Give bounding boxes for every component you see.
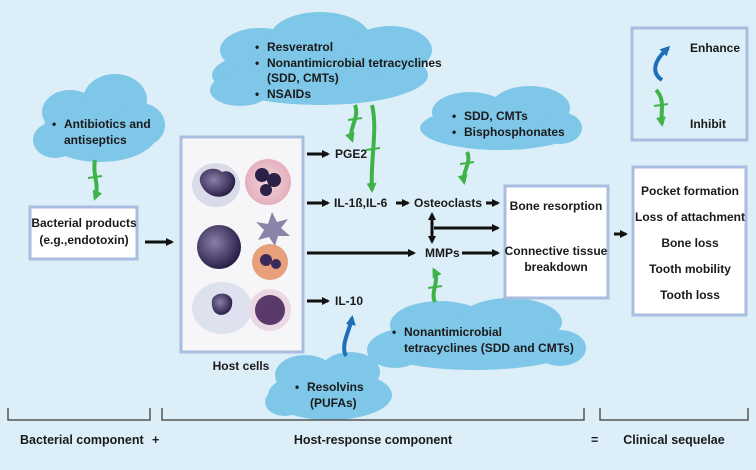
bullet: • bbox=[452, 109, 456, 123]
osteoclasts-label: Osteoclasts bbox=[414, 196, 482, 210]
nsaids-label: NSAIDs bbox=[267, 87, 311, 101]
loss-of-attachment-item: Loss of attachment bbox=[635, 210, 745, 224]
cloud-top-text: • Resveratrol • Nonantimicrobial tetracy… bbox=[255, 40, 442, 101]
cloud-nonantimicrobial-text: • Nonantimicrobial tetracyclines (SDD an… bbox=[392, 325, 574, 355]
tooth-loss-item: Tooth loss bbox=[660, 288, 720, 302]
inhibit-bar bbox=[653, 103, 669, 107]
antiseptics-label: antiseptics bbox=[64, 133, 127, 147]
bullet: • bbox=[255, 40, 259, 54]
footer-plus: + bbox=[152, 433, 159, 447]
antibiotics-label: Antibiotics and bbox=[64, 117, 151, 131]
pge2-label: PGE2 bbox=[335, 147, 367, 161]
footer-bacterial-component: Bacterial component bbox=[20, 433, 144, 447]
legend-inhibit-label: Inhibit bbox=[690, 117, 726, 131]
mmps-label: MMPs bbox=[425, 246, 460, 260]
resolvins-label: Resolvins bbox=[307, 380, 364, 394]
bacterial-products-label: Bacterial products bbox=[31, 216, 137, 230]
cloud-sdd-bisphosphonates bbox=[420, 86, 582, 150]
bullet: • bbox=[392, 325, 396, 339]
bacterial-products-box bbox=[28, 205, 139, 261]
footer-host-response-component: Host-response component bbox=[294, 433, 453, 447]
flow-arrows bbox=[145, 150, 628, 305]
nonantimicrobial-tetracyclines-label: Nonantimicrobial tetracyclines bbox=[267, 56, 442, 70]
cloud-top-inhibitors bbox=[210, 12, 432, 106]
footer-clinical-sequelae: Clinical sequelae bbox=[623, 433, 724, 447]
inhibit-arrow-to-pge2 bbox=[345, 104, 359, 143]
sdd-cmts-label: (SDD, CMTs) bbox=[267, 71, 339, 85]
inhibit-arrow-antibiotics bbox=[92, 159, 103, 201]
inhibit-arrow-to-il1 bbox=[366, 104, 377, 193]
legend-enhance-label: Enhance bbox=[690, 41, 740, 55]
pocket-formation-item: Pocket formation bbox=[641, 184, 739, 198]
cloud-sdd-text: • SDD, CMTs • Bisphosphonates bbox=[452, 109, 565, 139]
pufas-label: (PUFAs) bbox=[310, 396, 357, 410]
inhibit-arrow-icon bbox=[654, 88, 666, 127]
clinical-sequelae-box bbox=[631, 165, 748, 317]
cloud-antibiotics-text: • Antibiotics and antiseptics bbox=[52, 117, 151, 147]
bone-loss-item: Bone loss bbox=[661, 236, 719, 250]
bullet: • bbox=[255, 87, 259, 101]
tooth-mobility-item: Tooth mobility bbox=[649, 262, 731, 276]
cloud-resolvins bbox=[265, 352, 392, 420]
il10-label: IL-10 bbox=[335, 294, 363, 308]
footer-brackets bbox=[7, 408, 749, 421]
bracket-clinical bbox=[599, 408, 749, 421]
sdd-cmts-item: SDD, CMTs bbox=[464, 109, 528, 123]
bracket-host bbox=[161, 408, 585, 421]
outcome-box bbox=[503, 184, 610, 300]
footer-equals: = bbox=[591, 433, 598, 447]
bracket-bacterial bbox=[7, 408, 151, 421]
bullet: • bbox=[452, 125, 456, 139]
tetracyclines-sdd-label: tetracyclines (SDD and CMTs) bbox=[404, 341, 574, 355]
cloud-antibiotics bbox=[33, 74, 165, 162]
host-cells-label: Host cells bbox=[213, 359, 270, 373]
il1-il6-label: IL-1ß,IL-6 bbox=[334, 196, 388, 210]
cloud-nonantimicrobial bbox=[367, 298, 586, 370]
antibiotics-bullet: • bbox=[52, 117, 56, 131]
legend-box bbox=[630, 26, 749, 142]
nonantimicrobial-label: Nonantimicrobial bbox=[404, 325, 502, 339]
cloud-resolvins-text: • Resolvins (PUFAs) bbox=[295, 380, 364, 410]
host-cells-image bbox=[192, 159, 291, 334]
enhance-arrow-resolvins bbox=[342, 315, 356, 357]
bullet: • bbox=[255, 56, 259, 70]
resveratrol-label: Resveratrol bbox=[267, 40, 333, 54]
enhance-arrow-icon bbox=[653, 45, 671, 82]
bullet: • bbox=[295, 380, 299, 394]
breakdown-label: breakdown bbox=[524, 260, 587, 274]
endotoxin-label: (e.g.,endotoxin) bbox=[39, 233, 128, 247]
connective-tissue-label: Connective tissue bbox=[505, 244, 608, 258]
inhibit-arrows bbox=[87, 104, 475, 303]
bisphosphonates-item: Bisphosphonates bbox=[464, 125, 565, 139]
bone-resorption-label: Bone resorption bbox=[510, 199, 603, 213]
inhibit-arrow-to-osteoclasts bbox=[457, 151, 471, 185]
